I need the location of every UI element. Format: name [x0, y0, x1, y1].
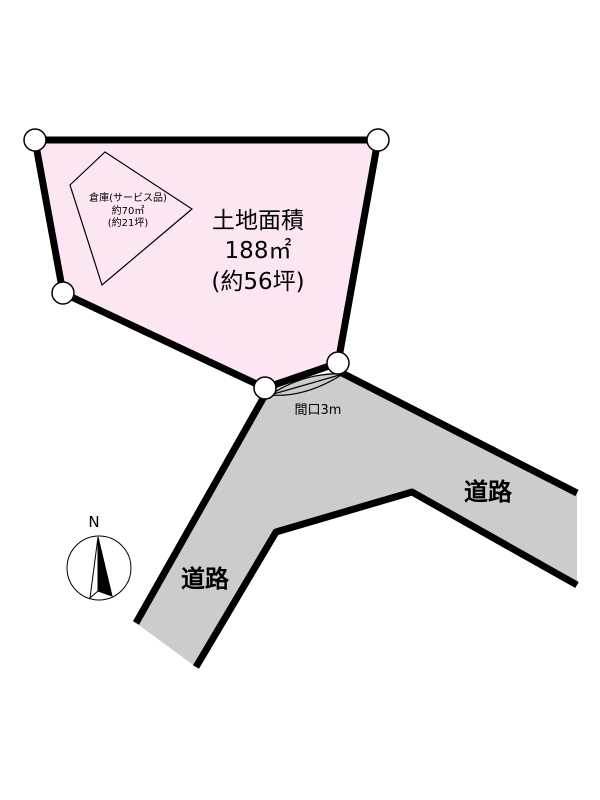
frontage-arrow — [269, 373, 344, 396]
boundary-marker — [253, 376, 277, 400]
frontage-arrow-curve-lower — [269, 373, 344, 396]
road-edge-upper-right — [338, 368, 579, 497]
warehouse-tsubo: (約21坪) — [108, 216, 149, 229]
land-tsubo: (約56坪) — [211, 269, 304, 295]
road-label-left: 道路 — [181, 565, 230, 593]
land-parcel — [31, 136, 382, 392]
road-label-right: 道路 — [464, 478, 513, 506]
frontage-label: 間口3m — [295, 403, 342, 418]
road-edge-lower — [192, 488, 579, 669]
road — [132, 368, 579, 669]
boundary-marker — [23, 128, 47, 152]
boundary-marker — [326, 351, 350, 375]
boundary-markers — [23, 128, 390, 400]
boundary-marker — [51, 281, 75, 305]
warehouse-outline — [69, 151, 194, 287]
boundary-marker — [366, 128, 390, 152]
land-area-value: 188㎡ — [225, 238, 292, 264]
compass-needle-dark — [97, 536, 113, 597]
land-title: 土地面積 — [212, 208, 304, 234]
warehouse-area: 約70㎡ — [112, 204, 145, 217]
road-area — [136, 370, 577, 667]
land-area — [31, 136, 382, 392]
north-compass: N — [66, 513, 132, 601]
compass-label: N — [88, 513, 99, 531]
warehouse-name: 倉庫(サービス品) — [89, 191, 167, 204]
road-edge-upper — [132, 393, 269, 625]
